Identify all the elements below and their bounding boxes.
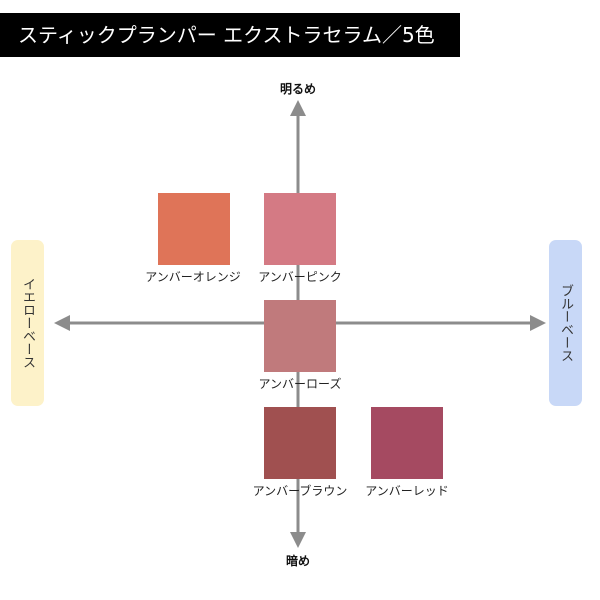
swatch-amber-red xyxy=(371,407,443,479)
yellow-base-box: イエローベース xyxy=(11,240,44,406)
swatch-label-amber-pink: アンバーピンク xyxy=(258,270,342,284)
swatch-amber-pink xyxy=(264,193,336,265)
swatch-amber-brown xyxy=(264,407,336,479)
axis-label-dark: 暗め xyxy=(285,554,310,568)
yellow-base-label: イエローベース xyxy=(20,277,35,369)
swatch-amber-rose xyxy=(264,300,336,372)
blue-base-box: ブルーベース xyxy=(549,240,582,406)
swatch-label-amber-rose: アンバーローズ xyxy=(258,377,342,391)
swatch-label-amber-orange: アンバーオレンジ xyxy=(145,270,241,284)
arrow-right-icon xyxy=(530,315,546,331)
arrow-down-icon xyxy=(290,532,306,548)
page-title: スティックプランパー エクストラセラム／5色 xyxy=(0,13,460,57)
arrow-left-icon xyxy=(54,315,70,331)
arrow-up-icon xyxy=(290,100,306,116)
swatch-amber-orange xyxy=(158,193,230,265)
swatch-label-amber-red: アンバーレッド xyxy=(365,484,449,498)
blue-base-label: ブルーベース xyxy=(558,284,573,362)
axis-label-bright: 明るめ xyxy=(279,82,316,96)
swatch-label-amber-brown: アンバーブラウン xyxy=(252,484,348,498)
